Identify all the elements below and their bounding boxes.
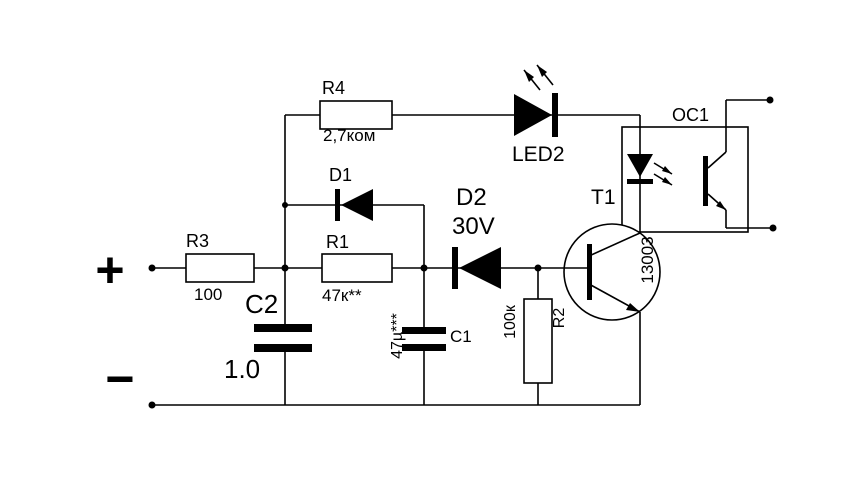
wire-t1-collector	[588, 232, 641, 257]
capacitor-c2-plate-bottom	[254, 344, 312, 352]
t1-value-label: 13003	[638, 236, 657, 283]
capacitor-c2-plate-top	[254, 324, 312, 332]
transistor-emitter-arrowhead	[626, 303, 640, 312]
oc1-phototransistor-emitter-arrowhead	[716, 201, 726, 210]
components	[185, 64, 726, 384]
oc1-light-arrowhead-1	[662, 166, 672, 174]
terminal-positive-dot	[148, 264, 156, 272]
terminal-output-bottom-dot	[769, 224, 777, 232]
transistor-base-bar	[587, 244, 592, 300]
d2-value-label: 30V	[452, 213, 495, 240]
negative-terminal-label: −	[105, 351, 134, 407]
junction-d1-branch-dot	[282, 202, 288, 208]
d1-name-label: D1	[329, 165, 352, 185]
r4-value-label: 2,7ком	[323, 126, 375, 145]
resistor-r2-body	[523, 298, 553, 384]
led2-name-label: LED2	[512, 143, 565, 166]
junction-base-node-dot	[534, 264, 542, 272]
capacitor-c1-plate-bottom	[402, 344, 446, 351]
c1-name-label: C1	[450, 327, 472, 346]
diode-d1-cathode-bar	[335, 189, 340, 221]
junction-r1-output-dot	[420, 264, 428, 272]
c2-name-label: C2	[245, 289, 278, 319]
resistor-r4-body	[319, 100, 393, 130]
led2-triangle	[514, 94, 552, 136]
resistor-r3-body	[185, 253, 255, 283]
led2-emission-arrowhead-2	[537, 65, 547, 77]
r1-name-label: R1	[326, 232, 349, 252]
led2-emission-arrowhead-1	[524, 70, 534, 82]
oc1-name-label: OC1	[672, 105, 709, 125]
led2-cathode-bar	[552, 93, 558, 137]
labels: + − R3 100 C2 1.0 R4 2,7ком D1 R1 47к** …	[95, 78, 709, 407]
oc1-phototransistor-base-bar	[703, 156, 708, 206]
resistor-r1-body	[321, 253, 393, 283]
diode-d2-triangle	[459, 247, 501, 289]
oc1-led-cathode-bar	[627, 179, 653, 184]
positive-terminal-label: +	[95, 242, 124, 298]
r3-name-label: R3	[186, 231, 209, 251]
terminal-output-top-dot	[766, 96, 774, 104]
oc1-light-arrowhead-2	[662, 177, 672, 185]
junction-left-bus-dot	[281, 264, 289, 272]
junctions	[148, 96, 777, 409]
c1-value-label: 47µ***	[389, 313, 406, 359]
r1-value-label: 47к**	[322, 286, 362, 305]
d2-name-label: D2	[456, 184, 487, 211]
diode-d1-triangle	[341, 189, 373, 221]
terminal-negative-dot	[148, 401, 156, 409]
capacitor-c1-plate-top	[402, 327, 446, 334]
t1-name-label: T1	[591, 186, 616, 209]
diode-d2-cathode-bar	[452, 247, 458, 289]
c2-value-label: 1.0	[224, 354, 260, 384]
r3-value-label: 100	[194, 285, 222, 304]
r2-name-label: R2	[551, 308, 568, 329]
oc1-led-triangle	[627, 154, 653, 177]
wire-pt-collector	[707, 151, 727, 169]
r4-name-label: R4	[322, 78, 345, 98]
r2-value-label: 100к	[502, 304, 519, 339]
